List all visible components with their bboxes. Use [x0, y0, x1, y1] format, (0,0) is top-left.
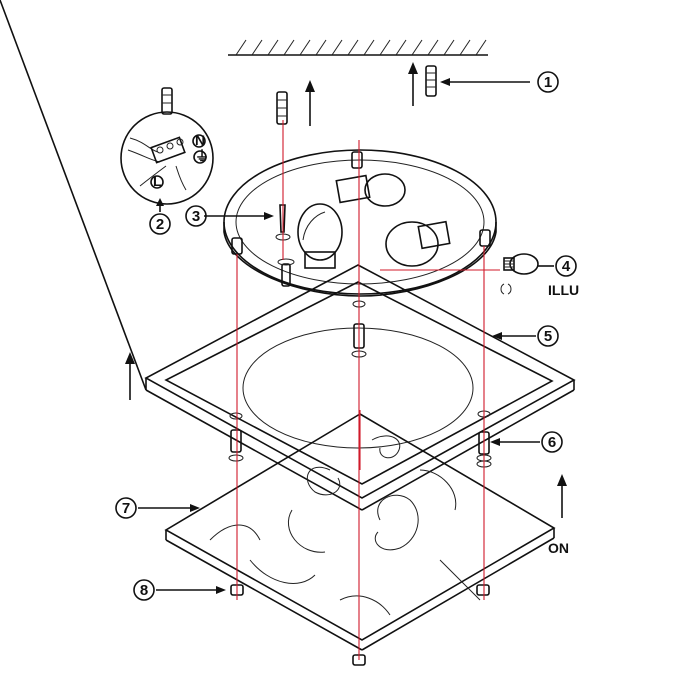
callout-7-label: 7 [122, 500, 130, 517]
callout-3: 3 [185, 205, 207, 227]
callout-7: 7 [115, 497, 137, 519]
callout-5-label: 5 [544, 328, 552, 345]
terminal-n-label: N [195, 132, 205, 148]
spare-bulb [503, 253, 539, 275]
callout-6-leader [490, 438, 540, 446]
bulb-right [385, 220, 451, 267]
callout-1: 1 [537, 71, 559, 93]
callout-2-label: 2 [156, 216, 164, 233]
ceiling-base [223, 149, 497, 297]
callout-7-leader [138, 504, 200, 512]
terminal-l-marker: L [150, 173, 164, 189]
up-arrow-icon [557, 474, 567, 518]
cap-nut [476, 584, 490, 596]
spacer-left [228, 412, 244, 462]
callout-6-label: 6 [548, 434, 556, 451]
callout-1-leader [440, 78, 530, 86]
terminal-ground-label: ⏚ [195, 148, 209, 164]
terminal-ground-marker: ⏚ [193, 148, 209, 164]
illu-label: ILLU [548, 282, 579, 298]
up-arrow-icon [125, 352, 135, 400]
screw-plug [276, 91, 288, 125]
decorative-glass [164, 413, 556, 651]
callout-6: 6 [541, 431, 563, 453]
callout-3-leader [204, 212, 274, 220]
up-arrow-icon [305, 80, 315, 126]
callout-4: 4 [555, 255, 577, 277]
assembly-guide-lines [236, 120, 500, 660]
on-label: ON [548, 540, 569, 556]
bulb-left [297, 203, 343, 269]
callout-2-leader [156, 198, 164, 212]
callout-3-label: 3 [192, 208, 200, 225]
illu-marker [500, 283, 512, 295]
callout-5-leader [492, 332, 536, 340]
terminal-n-marker: N [192, 132, 206, 148]
base-screw [231, 229, 491, 287]
callout-1-label: 1 [544, 74, 552, 91]
wall-plug [425, 65, 437, 97]
callout-8: 8 [133, 579, 155, 601]
socket-top [335, 151, 406, 207]
square-frame [0, 0, 576, 511]
ceiling-hatch [228, 39, 488, 56]
terminal-l-label: L [153, 173, 162, 189]
callout-8-label: 8 [140, 582, 148, 599]
up-arrow-icon [408, 62, 418, 106]
callout-4-label: 4 [562, 258, 571, 275]
callout-2: 2 [149, 213, 171, 235]
callout-5: 5 [537, 325, 559, 347]
terminal-block-detail [120, 87, 214, 205]
callout-8-leader [156, 586, 226, 594]
